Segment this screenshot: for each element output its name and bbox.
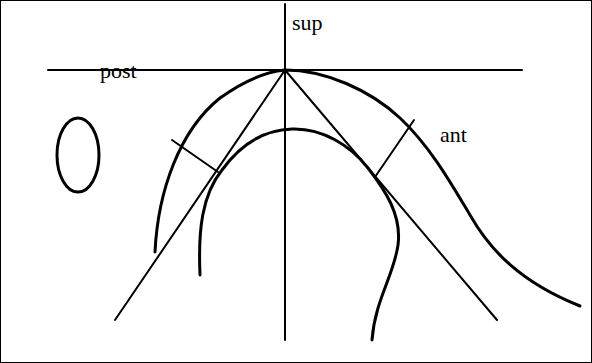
anterior-ray — [285, 70, 497, 320]
oval-outline — [57, 118, 99, 192]
vertical-reference-line — [284, 4, 286, 340]
outer-arch — [155, 70, 580, 306]
direction-label: post — [100, 60, 137, 82]
inner-arch — [200, 129, 399, 340]
direction-label: sup — [292, 12, 323, 34]
anterior-thickness-line — [375, 120, 414, 177]
posterior-thickness-line — [172, 140, 218, 172]
posterior-ray — [115, 70, 285, 320]
direction-label: ant — [440, 124, 467, 146]
